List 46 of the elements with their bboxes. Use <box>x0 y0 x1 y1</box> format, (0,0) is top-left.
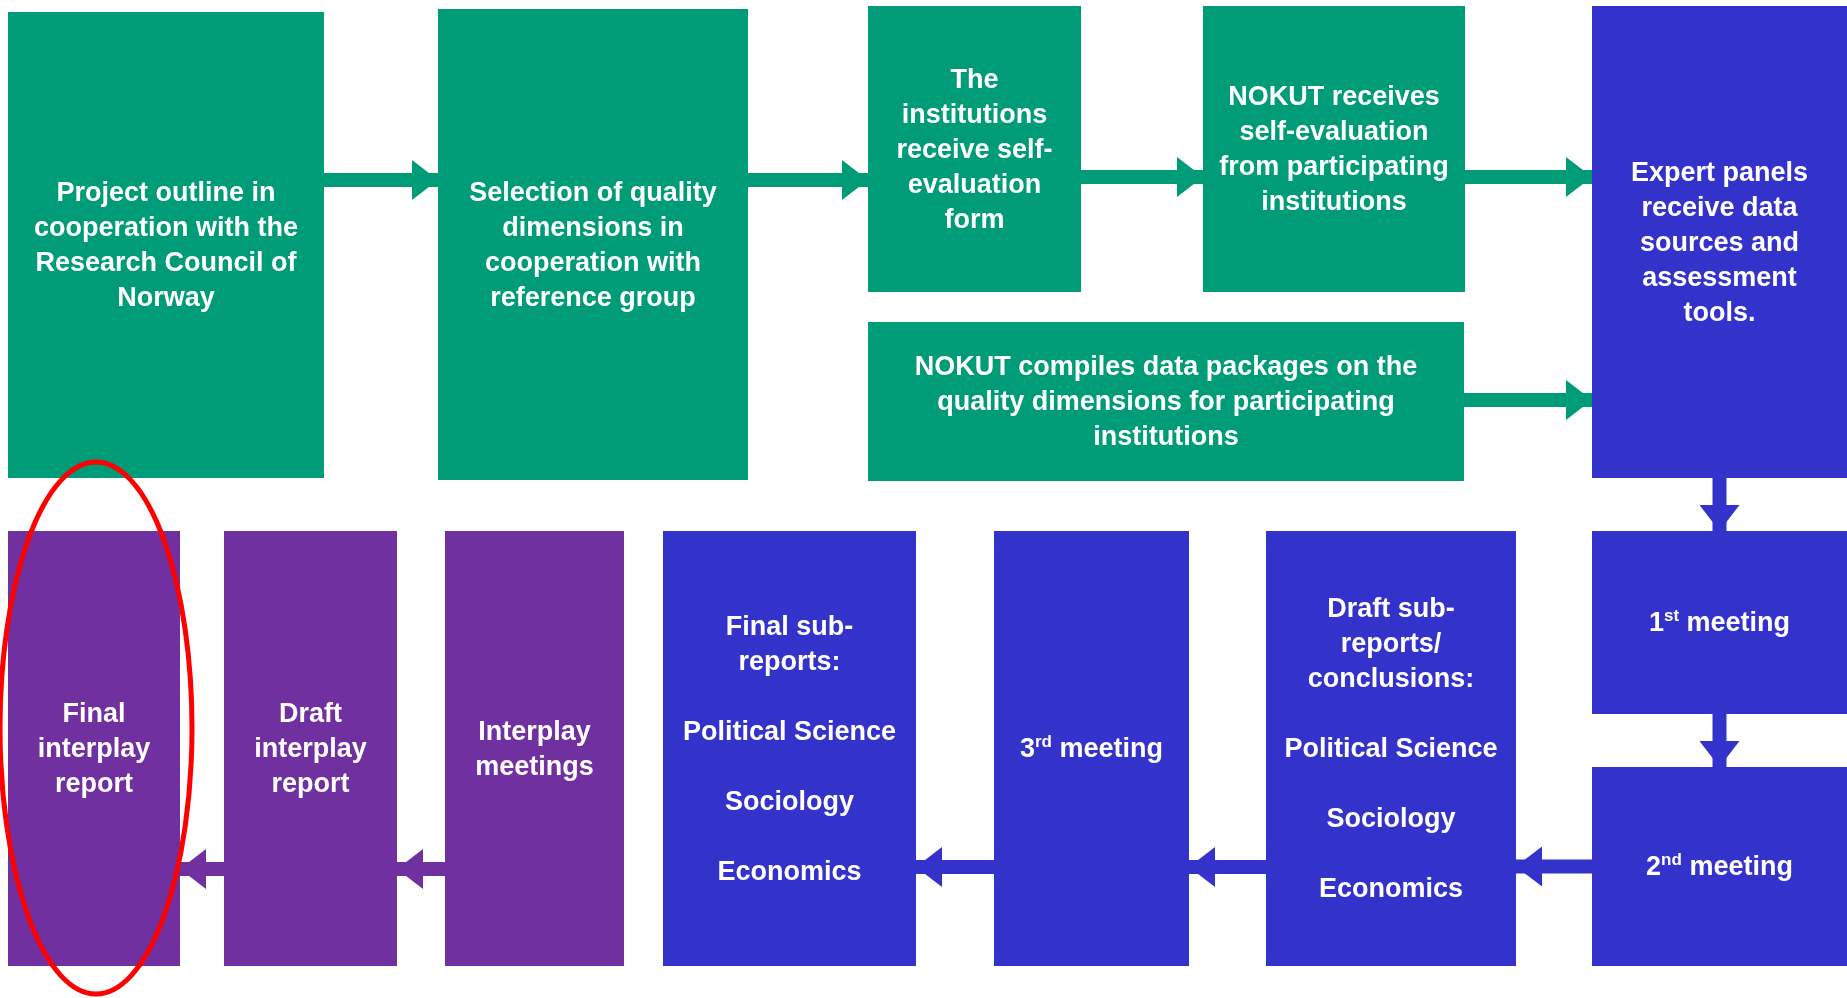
process-box <box>1592 6 1847 478</box>
arrow <box>180 849 224 889</box>
node-text: 2$^{nd}$ meeting <box>1646 849 1793 883</box>
process-box <box>438 9 748 480</box>
node-text: Political Science <box>682 714 897 748</box>
process-box <box>1203 6 1465 292</box>
arrow <box>1516 846 1592 887</box>
arrow <box>916 847 994 887</box>
node-text: 1$^{st}$ meeting <box>1648 605 1791 639</box>
node-text: The institutions receive self-evaluation form <box>895 62 1054 236</box>
process-box <box>994 531 1189 966</box>
node-text: Selection of quality dimensions in cooperation with reference group <box>468 175 718 314</box>
node-text: Sociology <box>1326 802 1456 835</box>
node-text: NOKUT receives self-evaluation from participating institutions <box>1218 80 1450 218</box>
node-text: 3$^{rd}$ meeting <box>1019 731 1164 765</box>
node-text: NOKUT compiles data packages on the quality dimensions for participating institutions <box>913 350 1419 453</box>
process-box <box>1592 531 1847 714</box>
process-box <box>445 531 624 966</box>
process-box <box>868 6 1081 292</box>
arrow <box>1189 847 1266 887</box>
arrow <box>1699 714 1740 767</box>
node-text: Draft sub-reports/ conclusions: <box>1306 592 1476 695</box>
node-text: Economics <box>717 854 862 888</box>
process-box <box>224 531 397 966</box>
arrow <box>1464 380 1592 420</box>
arrow <box>324 160 438 200</box>
node-text: Expert panels receive data sources and assessment tools. <box>1629 155 1810 329</box>
node-text: Final sub-reports: <box>724 609 855 678</box>
process-box <box>8 531 180 966</box>
node-text: Economics <box>1318 872 1463 905</box>
node-text: Project outline in cooperation with the Research Council of Norway <box>33 176 299 314</box>
node-text: Draft interplay report <box>253 697 368 800</box>
process-box <box>8 12 324 478</box>
arrow <box>1465 157 1592 197</box>
arrow <box>1699 478 1740 531</box>
process-box <box>1592 767 1847 966</box>
process-box <box>868 322 1464 481</box>
arrow <box>1081 157 1203 197</box>
node-text: Final interplay report <box>36 697 152 800</box>
node-text: Interplay meetings <box>474 714 595 783</box>
node-text: Political Science <box>1284 732 1498 765</box>
process-box <box>663 531 916 966</box>
node-text: Sociology <box>725 784 854 818</box>
arrow <box>397 849 445 889</box>
arrow <box>748 160 868 200</box>
process-box <box>1266 531 1516 966</box>
